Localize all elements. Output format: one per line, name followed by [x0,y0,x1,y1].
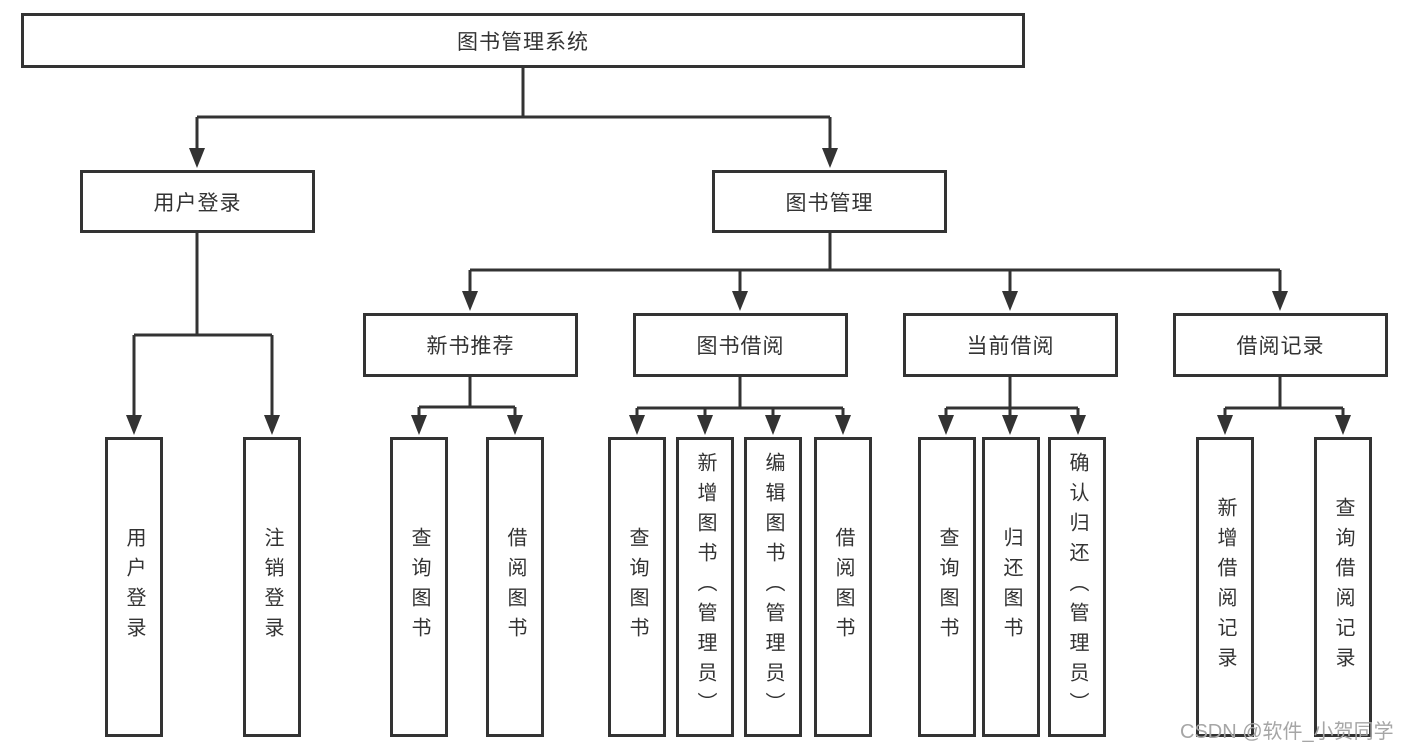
leaf-borrow-books-recommend: 借阅图书 [486,437,544,737]
node-book-management: 图书管理 [712,170,947,233]
node-current-borrowing-label: 当前借阅 [966,335,1055,358]
leaf-query-books-recommend: 查询图书 [390,437,448,737]
leaf-add-book-admin: 新增图书（管理员） [676,437,734,737]
leaf-query-books-recommend-label: 查询图书 [408,527,430,647]
leaf-user-login: 用户登录 [105,437,163,737]
leaf-borrow-books-recommend-label: 借阅图书 [504,527,526,647]
leaf-user-login-label: 用户登录 [123,527,145,647]
watermark-text: CSDN @软件_小贺同学 [1180,721,1394,743]
node-book-borrowing-label: 图书借阅 [696,335,785,358]
leaf-confirm-return-admin-label: 确认归还（管理员） [1066,452,1088,722]
node-root-label: 图书管理系统 [457,30,589,54]
leaf-query-books-borrow: 查询图书 [608,437,666,737]
leaf-return-book: 归还图书 [982,437,1040,737]
leaf-query-borrow-record-label: 查询借阅记录 [1332,497,1354,677]
node-current-borrowing: 当前借阅 [903,313,1118,377]
leaf-return-book-label: 归还图书 [1000,527,1022,647]
connector-stroke-group [132,68,1345,419]
arrowhead-group [126,148,1351,435]
node-new-book-recommend-label: 新书推荐 [426,335,515,358]
node-user-login-label: 用户登录 [153,191,242,215]
leaf-borrow-books-borrow: 借阅图书 [814,437,872,737]
leaf-add-borrow-record: 新增借阅记录 [1196,437,1254,737]
node-book-management-label: 图书管理 [785,191,874,215]
node-borrowing-records: 借阅记录 [1173,313,1388,377]
leaf-add-borrow-record-label: 新增借阅记录 [1214,497,1236,677]
node-new-book-recommend: 新书推荐 [363,313,578,377]
leaf-query-books-current: 查询图书 [918,437,976,737]
node-book-borrowing: 图书借阅 [633,313,848,377]
leaf-logout-label: 注销登录 [261,527,283,647]
leaf-edit-book-admin: 编辑图书（管理员） [744,437,802,737]
leaf-logout: 注销登录 [243,437,301,737]
leaf-query-books-current-label: 查询图书 [936,527,958,647]
leaf-borrow-books-borrow-label: 借阅图书 [832,527,854,647]
node-root: 图书管理系统 [21,13,1025,68]
node-user-login: 用户登录 [80,170,315,233]
leaf-query-borrow-record: 查询借阅记录 [1314,437,1372,737]
leaf-confirm-return-admin: 确认归还（管理员） [1048,437,1106,737]
leaf-add-book-admin-label: 新增图书（管理员） [694,452,716,722]
leaf-query-books-borrow-label: 查询图书 [626,527,648,647]
leaf-edit-book-admin-label: 编辑图书（管理员） [762,452,784,722]
node-borrowing-records-label: 借阅记录 [1236,335,1325,358]
